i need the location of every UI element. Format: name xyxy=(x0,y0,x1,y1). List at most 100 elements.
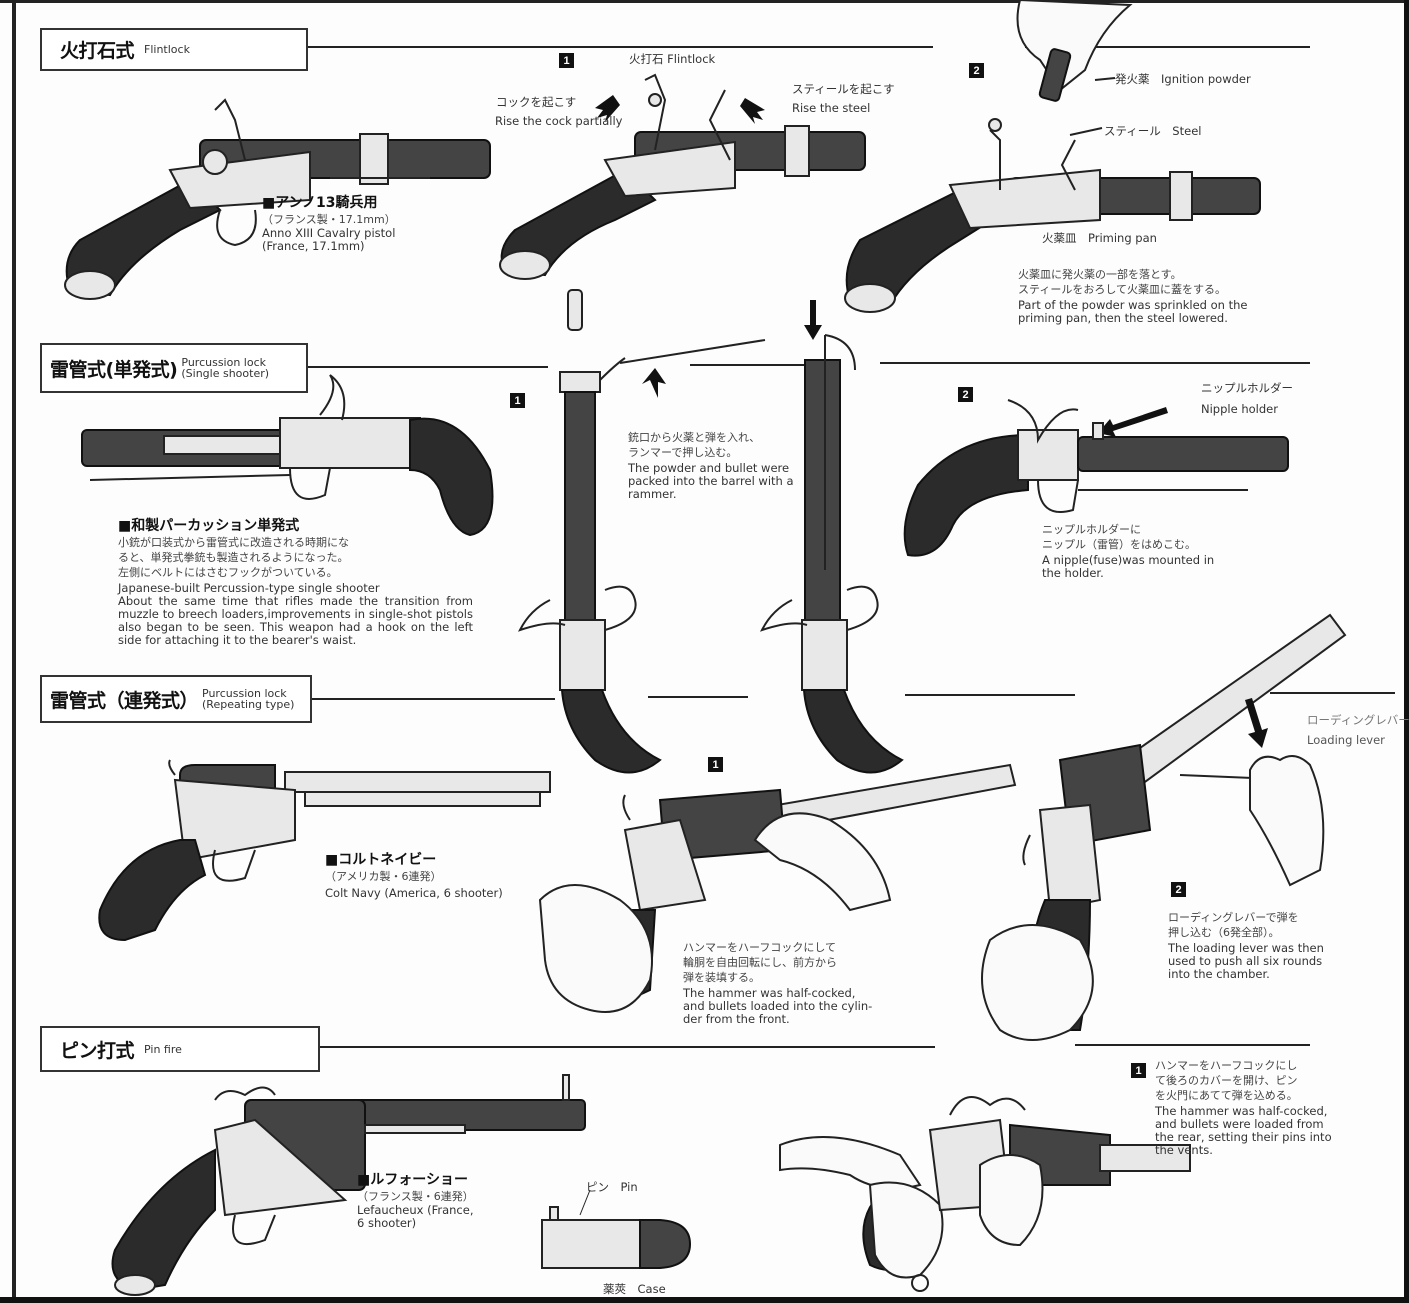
section-title-en: Flintlock xyxy=(144,43,190,56)
step1-caption: ハンマーをハーフコックにして 輪胴を自由回転にし、前方から 弾を装填する。 Th… xyxy=(683,940,872,1026)
caption-jp-line: スティールをおろして火薬皿に蓋をする。 xyxy=(1018,283,1227,296)
caption-jp-line: ローディングレバーで弾を xyxy=(1168,911,1299,924)
loading-lever-label-en: Loading lever xyxy=(1307,733,1385,747)
caption-jp-line: を火門にあてて弾を込める。 xyxy=(1155,1089,1298,1102)
page-border-right xyxy=(1404,0,1409,1303)
percussion-nipple-illustration xyxy=(903,399,1289,557)
caption-en-line: packed into the barrel with a xyxy=(628,474,794,488)
section-header-flintlock: 火打石式 Flintlock xyxy=(40,28,308,71)
caption-jp-line: ニップル（雷管）をはめこむ。 xyxy=(1042,538,1196,551)
caption-en-line: used to push all six rounds xyxy=(1168,954,1323,968)
section-divider xyxy=(308,366,548,368)
section-divider xyxy=(1025,46,1310,48)
caption-en-line: the vents. xyxy=(1155,1143,1213,1157)
caption-en-line: The powder and bullet were xyxy=(628,461,790,475)
caption-jp-line: ると、単発式拳銃も製造されるようになった。 xyxy=(118,551,349,564)
section-title-jp: 火打石式 xyxy=(60,40,135,62)
page-border-top xyxy=(0,0,1409,3)
loading-lever-label-jp: ローディングレバー xyxy=(1307,713,1409,727)
section-divider xyxy=(905,694,1075,696)
pistol-name-jp: ■コルトネイビー xyxy=(325,852,437,868)
colt-navy-illustration xyxy=(98,759,551,942)
caption-en-line: The loading lever was then xyxy=(1168,941,1324,955)
caption-en-line: The hammer was half-cocked, xyxy=(1155,1104,1328,1118)
flintlock-step1-illustration xyxy=(499,73,866,280)
step-number-badge: 2 xyxy=(1171,882,1186,897)
colt-loading-front-illustration xyxy=(538,763,1017,1013)
section-divider xyxy=(1270,692,1395,694)
pistol-spec-jp: （フランス製・17.1mm） xyxy=(262,213,396,226)
caption-en-line: the holder. xyxy=(1042,566,1104,580)
pistol-spec-en: (France, 17.1mm) xyxy=(262,239,365,253)
pistol-name-jp: ■和製パーカッション単発式 xyxy=(118,518,300,534)
step2-caption: ローディングレバーで弾を 押し込む（6発全部）。 The loading lev… xyxy=(1168,910,1324,981)
nipple-holder-label-en: Nipple holder xyxy=(1201,402,1278,416)
caption-en-line: into the chamber. xyxy=(1168,967,1270,981)
steel-part-label: スティール Steel xyxy=(1104,124,1202,138)
caption-jp-line: 火薬皿に発火薬の一部を落とす。 xyxy=(1018,268,1182,281)
section-title-jp: 雷管式(単発式) xyxy=(50,358,178,381)
pistol-desc-en: About the same time that rifles made the… xyxy=(118,594,473,647)
pinfire-cartridge-illustration xyxy=(541,1189,692,1269)
section-divider xyxy=(320,1046,935,1048)
section-divider xyxy=(690,364,820,366)
step1-caption: ハンマーをハーフコックにし て後ろのカバーを開け、ピン を火門にあてて弾を込める… xyxy=(1155,1058,1332,1157)
page-border-left xyxy=(12,0,16,1303)
section-divider xyxy=(312,698,555,700)
section-title-jp: 雷管式（連発式） xyxy=(50,689,199,712)
case-label: 薬莢 Case xyxy=(603,1282,666,1296)
pistol-spec-jp: （アメリカ製・6連発） xyxy=(325,870,442,883)
caption-jp-line: 左側にベルトにはさむフックがついている。 xyxy=(118,566,338,579)
lefaucheux-illustration xyxy=(111,1074,586,1296)
caption-en-line: der from the front. xyxy=(683,1012,790,1026)
section-divider xyxy=(308,46,933,48)
lefaucheux-loading-illustration xyxy=(779,1096,1191,1292)
caption-jp-line: ハンマーをハーフコックにし xyxy=(1155,1059,1298,1072)
pistol-name-jp: ■ルフォーショー xyxy=(357,1172,468,1188)
section-title-en: Purcussion lock (Repeating type) xyxy=(202,688,294,710)
step-number-badge: 2 xyxy=(958,387,973,402)
flintlock-pistol-illustration xyxy=(64,98,491,300)
caption-jp-line: 小銃が口装式から雷管式に改造される時期にな xyxy=(118,536,349,549)
caption-jp-line: 弾を装填する。 xyxy=(683,971,760,984)
section-title-en: Purcussion lock (Single shooter) xyxy=(181,357,269,379)
pistol-caption-colt-navy: ■コルトネイビー （アメリカ製・6連発） Colt Navy (America,… xyxy=(325,849,503,900)
nipple-holder-label-jp: ニップルホルダー xyxy=(1201,381,1293,395)
caption-en-line: the rear, setting their pins into xyxy=(1155,1130,1332,1144)
cock-label-en: Rise the cock partially xyxy=(495,114,623,128)
step2-caption: 火薬皿に発火薬の一部を落とす。 スティールをおろして火薬皿に蓋をする。 Part… xyxy=(1018,267,1247,325)
caption-jp-line: 押し込む（6発全部）。 xyxy=(1168,926,1280,939)
colt-loading-lever-illustration xyxy=(981,613,1347,1041)
step-number-badge: 1 xyxy=(708,757,723,772)
section-header-percussion-single: 雷管式(単発式) Purcussion lock (Single shooter… xyxy=(40,343,308,393)
pistol-name-en-line1: Lefaucheux (France, xyxy=(357,1203,474,1217)
page-border-bottom xyxy=(0,1297,1409,1303)
caption-en-line: and bullets were loaded from xyxy=(1155,1117,1324,1131)
caption-jp-line: 輪胴を自由回転にし、前方から xyxy=(683,956,837,969)
step-number-badge: 2 xyxy=(969,63,984,78)
arrow-icon xyxy=(1098,407,1168,437)
step-number-badge: 1 xyxy=(1131,1063,1146,1078)
cock-label-jp: コックを起こす xyxy=(496,95,577,109)
step2-caption: ニップルホルダーに ニップル（雷管）をはめこむ。 A nipple(fuse)w… xyxy=(1042,522,1214,580)
section-divider xyxy=(880,362,1310,364)
step-number-badge: 1 xyxy=(510,393,525,408)
section-header-pinfire: ピン打式 Pin fire xyxy=(40,1026,320,1072)
steel-label-jp: スティールを起こす xyxy=(792,82,895,96)
caption-en-line: A nipple(fuse)was mounted in xyxy=(1042,553,1215,567)
caption-en-line: priming pan, then the steel lowered. xyxy=(1018,311,1228,325)
section-title-en-line2: (Single shooter) xyxy=(181,367,270,380)
pistol-name-jp: ■アンノ13騎兵用 xyxy=(262,195,378,211)
section-title-en-line1: Purcussion lock xyxy=(181,356,267,369)
pistol-name-en-line2: 6 shooter) xyxy=(357,1216,417,1230)
arrow-down-icon xyxy=(804,300,822,340)
caption-jp-line: ランマーで押し込む。 xyxy=(628,446,738,459)
section-title-en: Pin fire xyxy=(144,1042,182,1056)
caption-jp-line: ハンマーをハーフコックにして xyxy=(683,941,837,954)
priming-pan-label: 火薬皿 Priming pan xyxy=(1042,231,1157,245)
pistol-caption-lefaucheux: ■ルフォーショー （フランス製・6連発） Lefaucheux (France,… xyxy=(357,1169,474,1230)
caption-en-line: Part of the powder was sprinkled on the xyxy=(1018,298,1248,312)
percussion-single-pistol-illustration xyxy=(81,374,494,537)
flint-part-label: 火打石 Flintlock xyxy=(629,52,716,66)
